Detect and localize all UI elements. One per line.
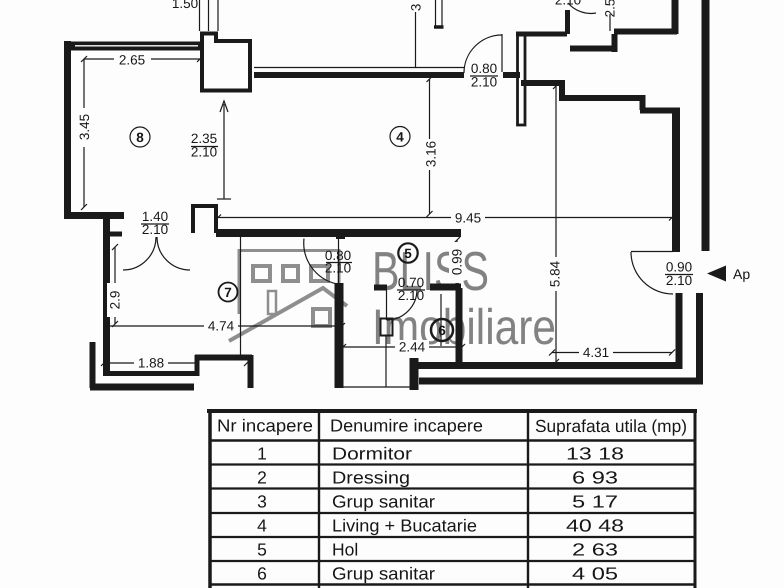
svg-text:5 17: 5 17 <box>572 492 618 512</box>
svg-text:2 63: 2 63 <box>572 540 618 560</box>
svg-text:2.10: 2.10 <box>555 0 581 8</box>
svg-text:4 05: 4 05 <box>572 564 618 584</box>
svg-text:2.10: 2.10 <box>471 75 497 90</box>
svg-text:Dressing: Dressing <box>332 468 410 488</box>
svg-text:1.50: 1.50 <box>172 0 198 11</box>
svg-text:13 18: 13 18 <box>566 444 624 464</box>
svg-text:BLISS: BLISS <box>372 240 489 302</box>
svg-text:1.40: 1.40 <box>142 209 168 224</box>
svg-text:3: 3 <box>408 4 423 12</box>
svg-text:2: 2 <box>257 468 267 488</box>
svg-text:Grup sanitar: Grup sanitar <box>332 564 435 584</box>
svg-text:1.88: 1.88 <box>138 356 164 371</box>
svg-text:40 48: 40 48 <box>566 516 624 536</box>
svg-text:2.9: 2.9 <box>108 291 123 310</box>
svg-text:Denumire incapere: Denumire incapere <box>330 416 483 436</box>
svg-text:0.70: 0.70 <box>398 275 424 290</box>
svg-text:Dormitor: Dormitor <box>332 444 412 464</box>
svg-text:0.80: 0.80 <box>325 248 351 263</box>
svg-text:6: 6 <box>257 564 267 584</box>
svg-text:7: 7 <box>224 285 232 300</box>
svg-text:8: 8 <box>136 130 144 145</box>
svg-text:9.45: 9.45 <box>455 211 481 226</box>
svg-text:4: 4 <box>396 130 404 145</box>
svg-text:4.74: 4.74 <box>208 319 235 334</box>
svg-text:6 93: 6 93 <box>572 468 618 488</box>
svg-text:Suprafata utila (mp): Suprafata utila (mp) <box>535 416 687 436</box>
svg-text:2.10: 2.10 <box>142 222 168 237</box>
svg-text:6: 6 <box>438 323 446 338</box>
svg-text:2.44: 2.44 <box>399 340 426 355</box>
svg-text:2.10: 2.10 <box>191 145 217 160</box>
svg-text:2.65: 2.65 <box>119 53 145 68</box>
svg-text:5: 5 <box>257 540 267 560</box>
svg-text:5.84: 5.84 <box>548 260 563 287</box>
svg-text:3.45: 3.45 <box>77 114 92 140</box>
svg-text:3: 3 <box>257 492 267 512</box>
svg-text:2.5: 2.5 <box>603 0 618 17</box>
svg-text:2.10: 2.10 <box>398 288 424 303</box>
svg-text:4: 4 <box>257 516 267 536</box>
svg-text:3.16: 3.16 <box>424 141 439 167</box>
svg-text:Living + Bucatarie: Living + Bucatarie <box>332 516 477 536</box>
svg-text:1: 1 <box>257 444 267 464</box>
svg-text:5: 5 <box>404 246 412 261</box>
svg-text:2.10: 2.10 <box>325 261 351 276</box>
svg-text:4.31: 4.31 <box>583 345 609 360</box>
svg-text:0.80: 0.80 <box>471 61 497 76</box>
svg-text:Grup sanitar: Grup sanitar <box>332 492 435 512</box>
svg-text:Hol: Hol <box>332 540 358 560</box>
svg-text:2.10: 2.10 <box>666 273 692 288</box>
svg-text:Nr incapere: Nr incapere <box>217 416 313 436</box>
svg-text:0.99: 0.99 <box>450 249 465 275</box>
svg-text:2.35: 2.35 <box>191 131 217 146</box>
svg-text:0.90: 0.90 <box>666 260 692 275</box>
svg-text:Ap: Ap <box>733 266 750 282</box>
